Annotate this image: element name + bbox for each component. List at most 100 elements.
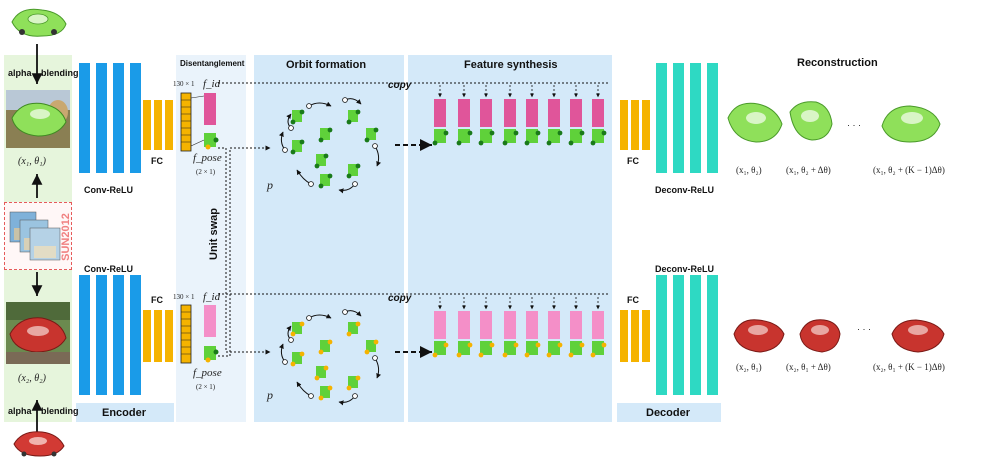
synthesis-column <box>524 297 541 358</box>
conv-relu-label-top: Conv-ReLU <box>84 185 133 195</box>
pose-dim-bottom: (2 × 1) <box>196 383 216 391</box>
recon-bottom-label-3: (x₂, θ₁ + (K − 1)Δθ) <box>873 362 945 372</box>
alpha-label-top: alpha <box>8 68 32 78</box>
f-pose-top: f_pose <box>193 152 222 164</box>
encoder-fc-bottom <box>143 310 173 362</box>
feature-synthesis-title: Feature synthesis <box>464 59 558 71</box>
orbit-cell <box>290 109 305 125</box>
synthesis-column <box>546 297 563 358</box>
recon-bottom-label-2: (x₂, θ₁ + Δθ) <box>786 362 831 372</box>
orbit-node <box>308 393 314 399</box>
decoder-title: Decoder <box>646 407 691 419</box>
f-pose-bottom: f_pose <box>193 367 222 379</box>
orbit-cell <box>346 109 361 125</box>
orbit-cell <box>318 339 333 355</box>
decoder-deconv-top <box>656 63 718 173</box>
fc-label-enc-top: FC <box>151 156 163 166</box>
f-id-bottom: f_id <box>203 291 221 303</box>
orbit-node <box>282 147 288 153</box>
orbit-cell <box>290 139 305 155</box>
orbit-cell <box>290 351 305 367</box>
f-id-top: f_id <box>203 78 221 90</box>
encoder-title: Encoder <box>102 407 147 419</box>
conv-relu-label-bottom: Conv-ReLU <box>84 264 133 274</box>
orbit-arrow <box>374 357 381 379</box>
synthesis-column <box>502 297 519 358</box>
synthesis-column <box>478 297 495 358</box>
fc-label-dec-bottom: FC <box>627 295 639 305</box>
orbit-arrow <box>296 381 312 397</box>
orbit-node <box>306 315 312 321</box>
orbit-formation-panel <box>254 55 404 422</box>
synthesis-column <box>590 85 607 146</box>
reconstruction-title: Reconstruction <box>797 57 878 69</box>
synthesis-column <box>568 297 585 358</box>
blending-label-top: blending <box>41 68 79 78</box>
orbit-node <box>308 181 314 187</box>
synthesis-column <box>502 85 519 146</box>
orbit-cell <box>364 127 379 143</box>
input-photo-green-car <box>6 90 70 148</box>
orbit-arrow <box>296 169 312 185</box>
orbit-node <box>288 125 294 131</box>
orbit-cell <box>346 375 361 391</box>
input-car-green-icon <box>11 8 67 37</box>
orbit-arrow <box>374 145 381 167</box>
input-photo-red-car <box>6 302 70 364</box>
decoder-panel <box>617 403 721 422</box>
orbit-cell <box>318 385 333 401</box>
input-label-top: (x₁, θ₁) <box>18 156 46 167</box>
orbit-cell <box>290 321 305 337</box>
input-car-red-icon <box>13 431 65 457</box>
copy-label-top: copy <box>388 80 412 91</box>
recon-car-green-3 <box>881 105 941 143</box>
disentanglement-title: Disentanglement <box>180 59 245 68</box>
deconv-relu-label-top: Deconv-ReLU <box>655 185 715 195</box>
id-dim-bottom: 130 × 1 <box>173 293 195 301</box>
encoder-conv-top <box>79 63 141 173</box>
decoder-fc-bottom <box>620 310 650 362</box>
blending-label-bottom: blending <box>41 406 79 416</box>
recon-top-label-2: (x₁, θ₂ + Δθ) <box>786 165 831 175</box>
recon-ellipsis-top: · · · <box>847 120 861 130</box>
synthesis-column <box>590 297 607 358</box>
orbit-cell <box>314 153 329 169</box>
orbit-cell <box>318 127 333 143</box>
alpha-label-bottom: alpha <box>8 406 32 416</box>
id-vector-top <box>180 92 219 152</box>
orbit-top <box>279 97 381 194</box>
fc-label-dec-top: FC <box>627 156 639 166</box>
copy-label-bottom: copy <box>388 293 412 304</box>
orbit-node <box>282 359 288 365</box>
swap-line-1 <box>218 147 271 355</box>
encoder-fc-top <box>143 100 173 150</box>
orbit-bottom <box>279 309 381 406</box>
deconv-relu-label-bottom: Deconv-ReLU <box>655 264 715 274</box>
orbit-node <box>372 143 378 149</box>
synthesis-top <box>432 85 607 146</box>
orbit-node <box>352 181 358 187</box>
orbit-cell <box>364 339 379 355</box>
orbit-cell <box>318 173 333 189</box>
p-label-bottom: p <box>267 388 273 402</box>
orbit-node <box>342 97 348 103</box>
orbit-arrow <box>308 101 332 107</box>
orbit-formation-title: Orbit formation <box>286 59 367 71</box>
orbit-cell <box>314 365 329 381</box>
recon-car-red-3 <box>891 319 945 353</box>
recon-top-label-3: (x₁, θ₂ + (K − 1)Δθ) <box>873 165 945 175</box>
orbit-cell <box>346 163 361 179</box>
orbit-node <box>288 337 294 343</box>
orbit-node <box>306 103 312 109</box>
swap-line-2 <box>218 145 271 357</box>
encoder-panel <box>76 403 174 422</box>
fc-label-enc-bottom: FC <box>151 295 163 305</box>
synthesis-column <box>478 85 495 146</box>
synthesis-bottom <box>432 297 607 358</box>
recon-car-red-1 <box>733 319 785 353</box>
synthesis-column <box>432 85 449 146</box>
input-label-bottom: (x₂, θ₂) <box>18 373 46 384</box>
orbit-arrow <box>308 313 332 319</box>
